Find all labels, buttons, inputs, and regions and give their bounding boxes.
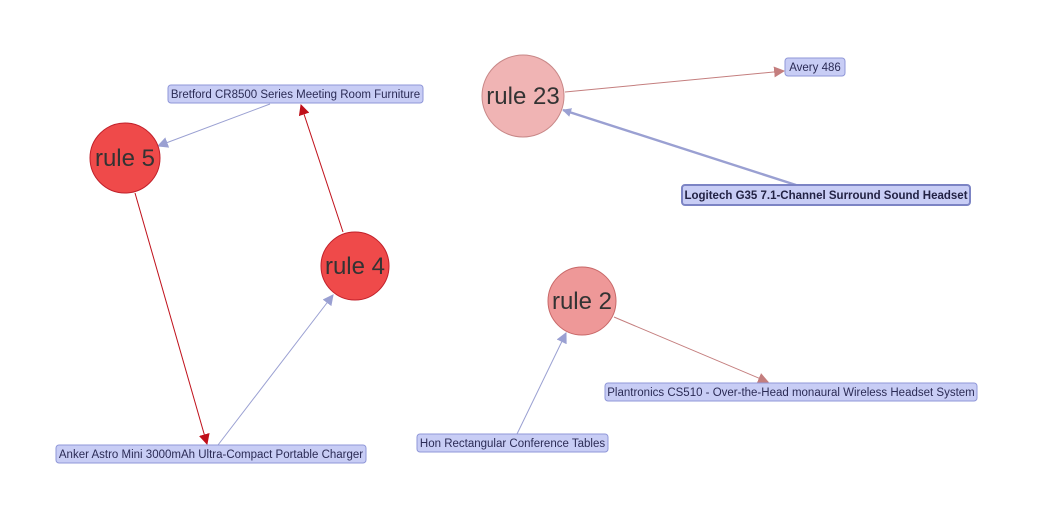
item-node-anker[interactable]: Anker Astro Mini 3000mAh Ultra-Compact P… [55,444,367,464]
edges-layer [134,66,797,446]
rule-circle[interactable] [320,231,390,301]
rule-label: rule 23 [486,83,559,110]
item-node-hon[interactable]: Hon Rectangular Conference Tables [416,433,609,453]
edge-hon-to-rule2 [516,332,567,435]
rule-circle[interactable] [481,54,565,138]
item-box[interactable] [416,433,609,453]
nodes-layer: rule 5 rule 4 rule 23 rule 2 Bretford CR8500… [55,54,978,464]
item-box[interactable] [167,84,424,104]
rule-circle[interactable] [547,266,617,336]
edge-rule4-to-bretford [298,103,344,233]
item-label: Avery 486 [789,62,841,74]
item-label: Bretford CR8500 Series Meeting Room Furn… [171,89,420,101]
rule-node-rule4[interactable]: rule 4 [320,231,390,301]
item-node-plantronics[interactable]: Plantronics CS510 - Over-the-Head monaur… [604,382,978,402]
item-box[interactable] [604,382,978,402]
item-label: Hon Rectangular Conference Tables [420,438,605,450]
edge-rule23-to-avery [564,66,786,93]
item-node-bretford[interactable]: Bretford CR8500 Series Meeting Room Furn… [167,84,424,104]
edge-logitech-to-rule23 [562,108,797,187]
item-label: Logitech G35 7.1-Channel Surround Sound … [684,190,967,202]
rule-node-rule2[interactable]: rule 2 [547,266,617,336]
item-label: Plantronics CS510 - Over-the-Head monaur… [607,387,975,399]
edge-bretford-to-rule5 [156,103,271,148]
rule-label: rule 5 [95,145,155,172]
rule-circle[interactable] [89,122,161,194]
rule-label: rule 4 [325,253,385,280]
item-node-logitech[interactable]: Logitech G35 7.1-Channel Surround Sound … [681,184,971,206]
edge-rule2-to-plantronics [613,316,770,384]
item-box[interactable] [784,57,846,77]
item-box[interactable] [681,184,971,206]
edge-anker-to-rule4 [217,294,334,446]
item-label: Anker Astro Mini 3000mAh Ultra-Compact P… [59,449,363,461]
rule-node-rule23[interactable]: rule 23 [481,54,565,138]
rule-node-rule5[interactable]: rule 5 [89,122,161,194]
item-box[interactable] [55,444,367,464]
rule-label: rule 2 [552,288,612,315]
item-node-avery[interactable]: Avery 486 [784,57,846,77]
edge-rule5-to-anker [134,192,210,446]
